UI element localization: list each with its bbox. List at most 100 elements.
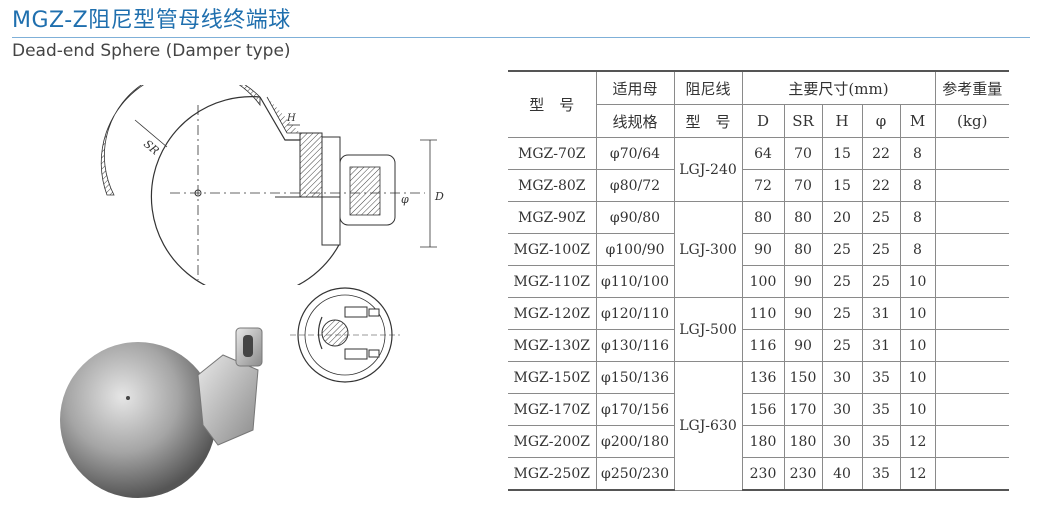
- cell-d: 110: [741, 297, 785, 330]
- cell-h: 30: [821, 425, 863, 458]
- cell-weight: [934, 265, 1009, 298]
- cell-damper: LGJ-630: [673, 361, 743, 491]
- cell-sr: 70: [783, 137, 823, 170]
- header-weight-line2: (kg): [934, 104, 1009, 138]
- cell-h: 20: [821, 201, 863, 234]
- table-row: MGZ-110Z φ110/100 100 90 25 25 10: [508, 265, 1009, 298]
- cell-model: MGZ-120Z: [508, 297, 597, 330]
- cell-m: 8: [899, 169, 936, 202]
- cell-weight: [934, 393, 1009, 426]
- d-label: D: [434, 190, 444, 203]
- cell-phi: 35: [861, 361, 901, 394]
- cell-phi: 31: [861, 297, 901, 330]
- cell-model: MGZ-80Z: [508, 169, 597, 202]
- cell-weight: [934, 425, 1009, 458]
- cell-m: 10: [899, 361, 936, 394]
- cell-damper: LGJ-240: [673, 137, 743, 202]
- table-row: MGZ-200Z φ200/180 180 180 30 35 12: [508, 425, 1009, 458]
- cell-spec: φ120/110: [595, 297, 675, 330]
- h-label: H: [286, 113, 296, 124]
- cell-weight: [934, 329, 1009, 362]
- cell-phi: 22: [861, 137, 901, 170]
- cell-m: 12: [899, 457, 936, 491]
- cell-d: 230: [741, 457, 785, 491]
- cell-h: 30: [821, 361, 863, 394]
- cell-weight: [934, 361, 1009, 394]
- cell-spec: φ170/156: [595, 393, 675, 426]
- cell-d: 180: [741, 425, 785, 458]
- header-model: 型 号: [508, 70, 597, 138]
- table-row: MGZ-150Z φ150/136 LGJ-630 136 150 30 35 …: [508, 361, 1009, 491]
- cell-h: 40: [821, 457, 863, 491]
- header-damper-line2: 型 号: [673, 104, 743, 138]
- cell-model: MGZ-150Z: [508, 361, 597, 394]
- header-dim-phi: φ: [861, 104, 901, 138]
- cell-damper: LGJ-300: [673, 201, 743, 298]
- cell-model: MGZ-250Z: [508, 457, 597, 491]
- header-dim-sr: SR: [783, 104, 823, 138]
- cell-h: 25: [821, 265, 863, 298]
- header-dim-d: D: [741, 104, 785, 138]
- cell-d: 72: [741, 169, 785, 202]
- technical-drawing-end-view: [290, 287, 400, 383]
- cell-spec: φ250/230: [595, 457, 675, 491]
- cell-h: 15: [821, 137, 863, 170]
- cell-sr: 230: [783, 457, 823, 491]
- cell-sr: 90: [783, 265, 823, 298]
- cell-sr: 90: [783, 297, 823, 330]
- cell-weight: [934, 201, 1009, 234]
- header-dimensions: 主要尺寸(mm): [741, 70, 936, 105]
- cell-d: 116: [741, 329, 785, 362]
- cell-sr: 180: [783, 425, 823, 458]
- sr-label: SR: [141, 137, 161, 157]
- cell-sr: 150: [783, 361, 823, 394]
- cell-h: 25: [821, 233, 863, 266]
- cell-sr: 90: [783, 329, 823, 362]
- cell-spec: φ70/64: [595, 137, 675, 170]
- table-row: MGZ-90Z φ90/80 LGJ-300 80 80 20 25 8: [508, 201, 1009, 298]
- cell-spec: φ200/180: [595, 425, 675, 458]
- page-title: MGZ-Z阻尼型管母线终端球: [12, 8, 291, 33]
- header-dim-m: M: [899, 104, 936, 138]
- cell-phi: 31: [861, 329, 901, 362]
- cell-h: 25: [821, 297, 863, 330]
- cell-spec: φ90/80: [595, 201, 675, 234]
- cell-damper: LGJ-500: [673, 297, 743, 362]
- table-header-row-2: 线规格 型 号 D SR H φ M (kg): [508, 104, 1009, 138]
- cell-spec: φ110/100: [595, 265, 675, 298]
- cell-model: MGZ-90Z: [508, 201, 597, 234]
- header-busbar-line1: 适用母: [595, 70, 675, 105]
- cell-h: 25: [821, 329, 863, 362]
- cell-model: MGZ-130Z: [508, 329, 597, 362]
- header-dim-h: H: [821, 104, 863, 138]
- cell-h: 15: [821, 169, 863, 202]
- table-row: MGZ-100Z φ100/90 90 80 25 25 8: [508, 233, 1009, 266]
- table-header-row-1: 型 号 适用母 阻尼线 主要尺寸(mm) 参考重量: [508, 70, 1009, 138]
- cell-weight: [934, 297, 1009, 330]
- spec-table: 型 号 适用母 阻尼线 主要尺寸(mm) 参考重量 线规格 型 号 D SR H…: [508, 70, 1009, 491]
- header-weight-line1: 参考重量: [934, 70, 1009, 105]
- cell-spec: φ130/116: [595, 329, 675, 362]
- cell-m: 8: [899, 233, 936, 266]
- cell-weight: [934, 137, 1009, 170]
- table-row: MGZ-130Z φ130/116 116 90 25 31 10: [508, 329, 1009, 362]
- cell-model: MGZ-70Z: [508, 137, 597, 170]
- cell-model: MGZ-170Z: [508, 393, 597, 426]
- technical-drawing-side-view: SR H φ D: [100, 85, 444, 285]
- cell-m: 10: [899, 297, 936, 330]
- cell-d: 64: [741, 137, 785, 170]
- product-photo: [60, 327, 263, 498]
- cell-weight: [934, 169, 1009, 202]
- cell-phi: 35: [861, 425, 901, 458]
- cell-phi: 25: [861, 265, 901, 298]
- cell-spec: φ100/90: [595, 233, 675, 266]
- cell-weight: [934, 233, 1009, 266]
- cell-phi: 35: [861, 393, 901, 426]
- title-divider: [12, 37, 1030, 38]
- phi-label: φ: [401, 193, 409, 206]
- cell-h: 30: [821, 393, 863, 426]
- table-row: MGZ-170Z φ170/156 156 170 30 35 10: [508, 393, 1009, 426]
- cell-sr: 80: [783, 233, 823, 266]
- cell-phi: 25: [861, 233, 901, 266]
- cell-sr: 170: [783, 393, 823, 426]
